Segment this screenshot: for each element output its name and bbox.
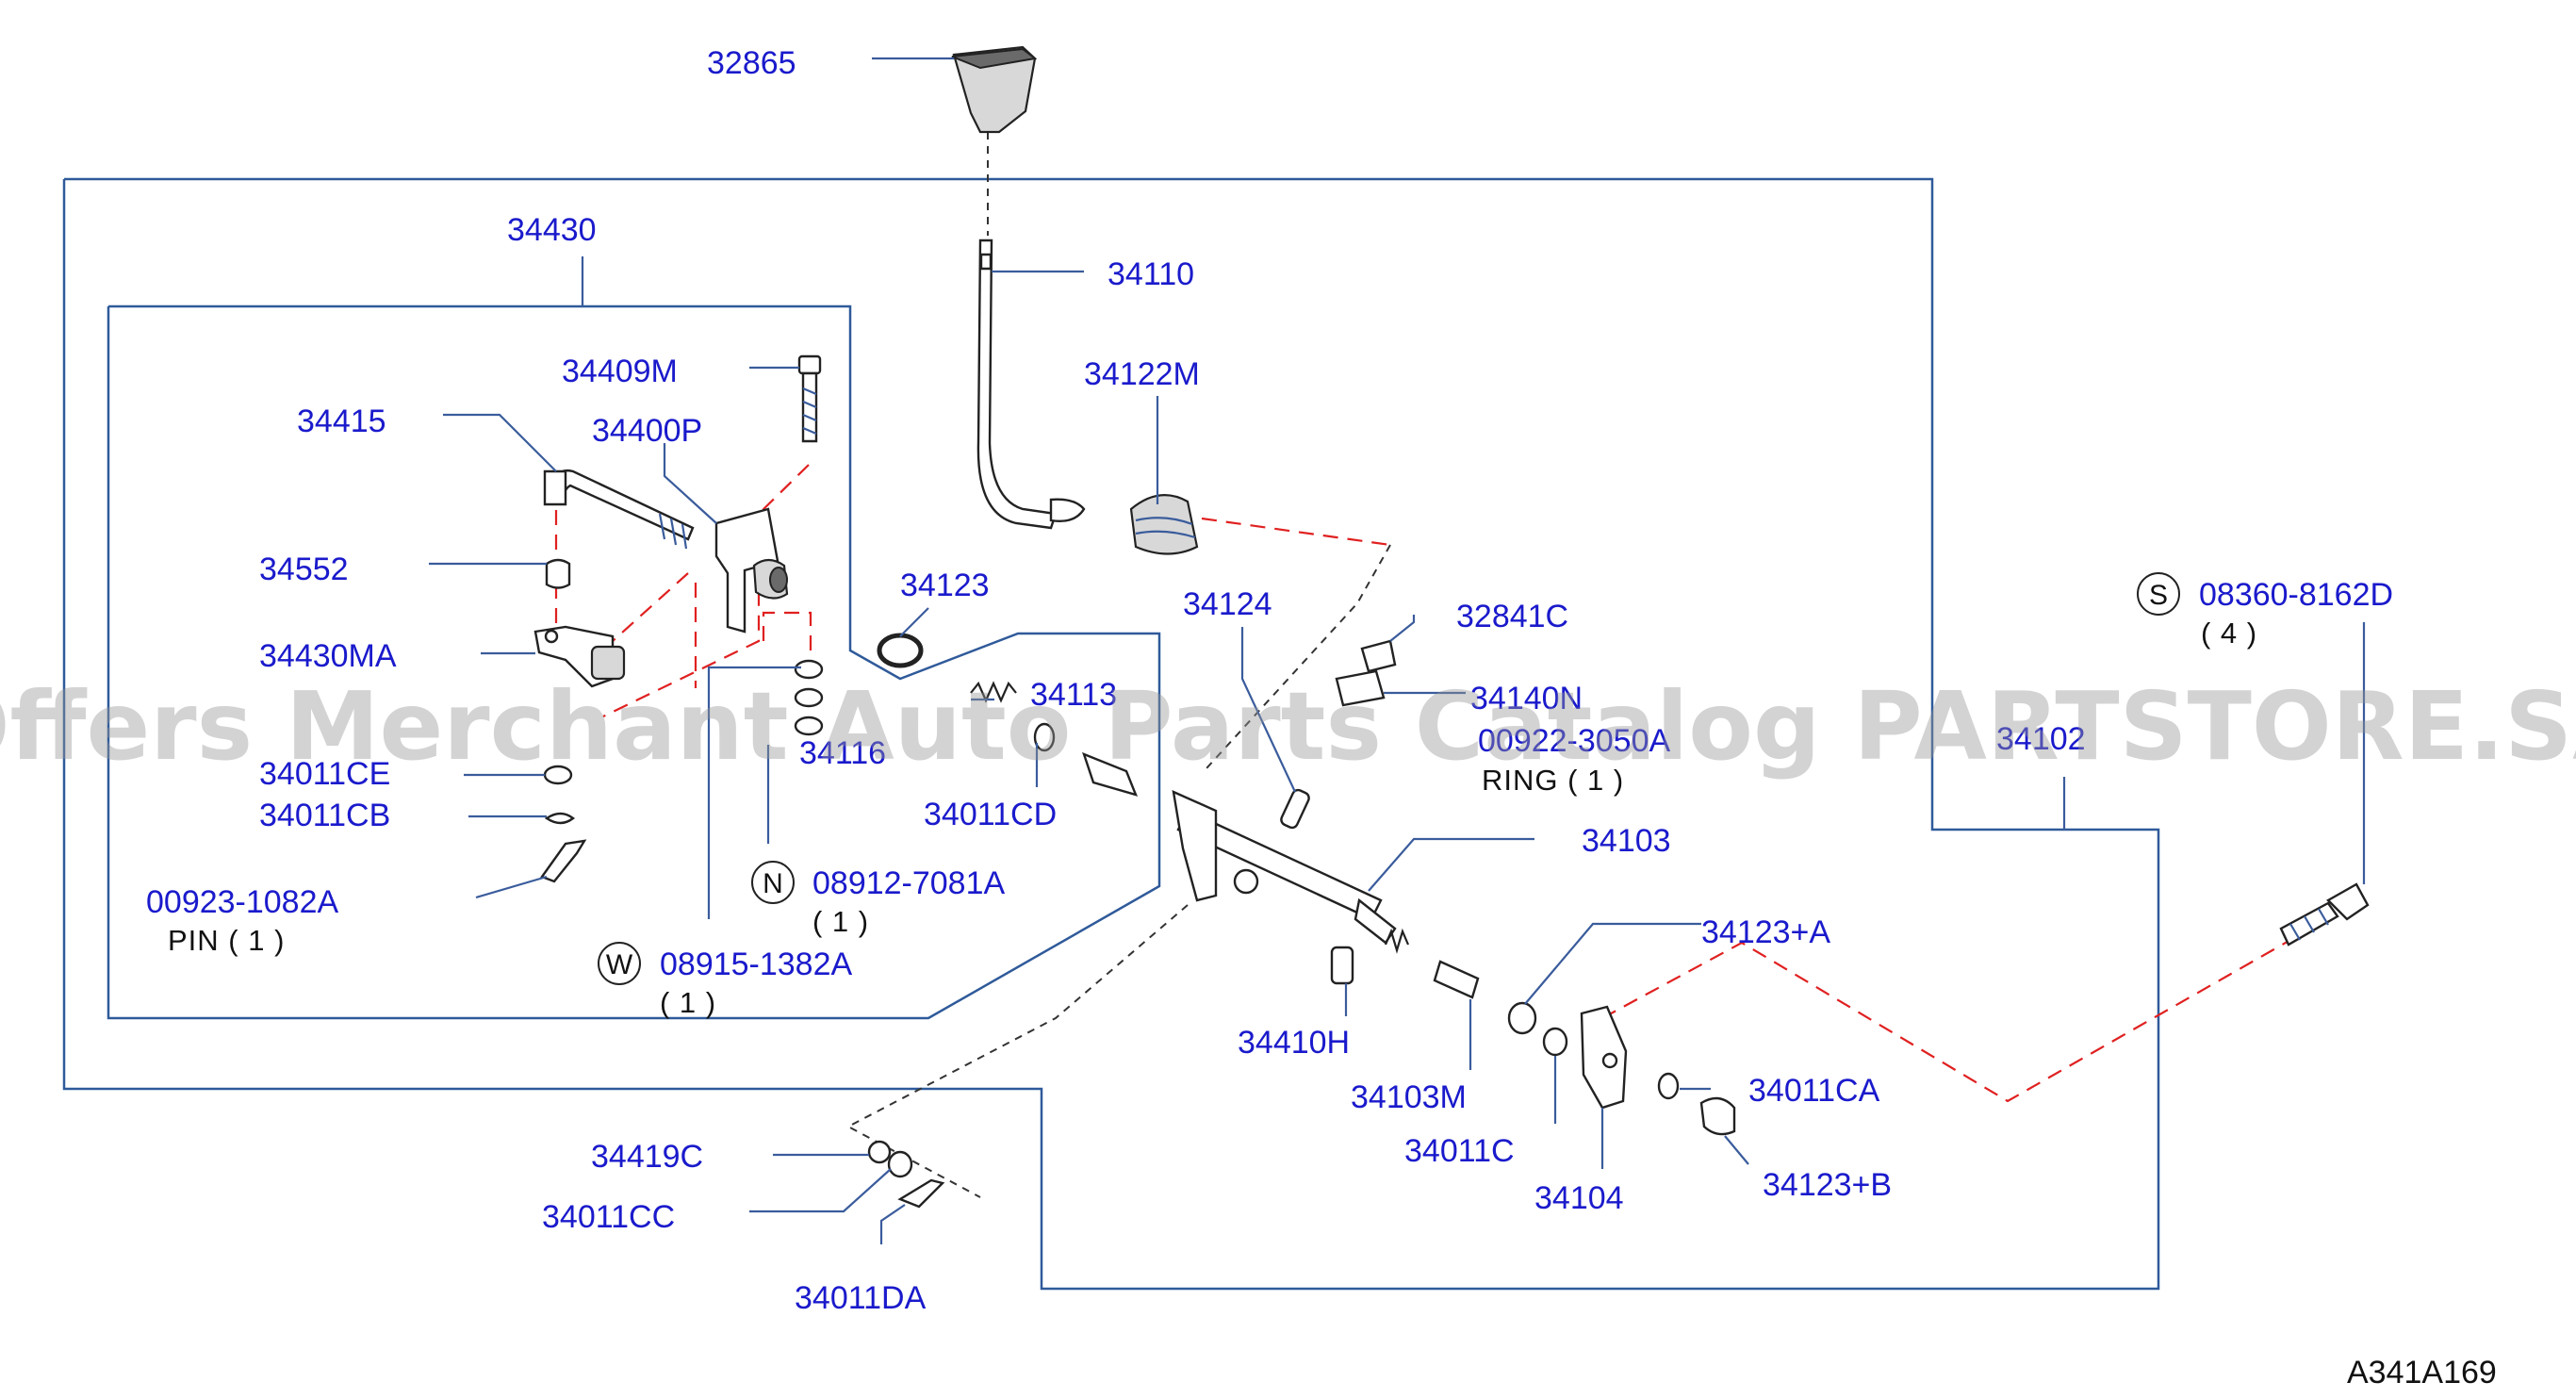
bracket-34400P-drawing xyxy=(714,507,789,634)
label-34122M[interactable]: 34122M xyxy=(1084,356,1200,392)
label-34552[interactable]: 34552 xyxy=(259,551,349,587)
shift-lever-drawing xyxy=(976,239,1086,530)
leader-lines xyxy=(429,57,2366,1244)
label-34124[interactable]: 34124 xyxy=(1183,586,1272,622)
outer-assembly-frame xyxy=(62,177,2160,1291)
dashed-links xyxy=(554,464,2320,1103)
marker-W-circle xyxy=(598,942,641,985)
clip-34011DA-drawing xyxy=(897,1178,945,1209)
watermark: Offers Merchant Auto Parts Catalog PARTS… xyxy=(0,671,2576,782)
label-34419C[interactable]: 34419C xyxy=(591,1139,703,1175)
label-00922-3050A[interactable]: 00922-3050A xyxy=(1478,723,1671,759)
part-34140N-drawing xyxy=(1335,669,1386,707)
label-34103M[interactable]: 34103M xyxy=(1351,1079,1467,1115)
label-34110[interactable]: 34110 xyxy=(1108,256,1194,292)
label-08915-1382A[interactable]: 08915-1382A xyxy=(660,946,853,982)
label-34123B[interactable]: 34123+B xyxy=(1763,1167,1892,1203)
label-34113[interactable]: 34113 xyxy=(1030,677,1117,713)
ring-34123-drawing xyxy=(877,633,924,668)
clip-32841C-drawing xyxy=(1360,639,1397,673)
label-34011CE[interactable]: 34011CE xyxy=(259,756,390,792)
label-08912-7081A[interactable]: 08912-7081A xyxy=(812,865,1006,901)
center-lines xyxy=(845,118,1391,1198)
roller-34410H-drawing xyxy=(1330,946,1354,985)
label-34011CD[interactable]: 34011CD xyxy=(924,797,1057,832)
pin-00923-drawing xyxy=(540,839,587,883)
bracket-34104-drawing xyxy=(1580,1005,1628,1110)
qty-08360: ( 4 ) xyxy=(2201,617,2257,650)
pin-note: PIN ( 1 ) xyxy=(168,924,285,957)
label-32865[interactable]: 32865 xyxy=(707,45,796,81)
washer-34419C-drawing xyxy=(867,1140,892,1164)
pin-34124-drawing xyxy=(1280,788,1310,830)
label-34011CB[interactable]: 34011CB xyxy=(259,798,390,833)
label-00923-1082A[interactable]: 00923-1082A xyxy=(146,884,339,920)
label-32841C[interactable]: 32841C xyxy=(1456,599,1568,634)
bolt-34409M-drawing xyxy=(797,354,822,443)
clip-34011CB-drawing xyxy=(544,812,575,825)
label-34410H[interactable]: 34410H xyxy=(1238,1025,1350,1061)
inner-assembly-frame xyxy=(107,304,1161,1020)
marker-S-circle xyxy=(2137,572,2180,616)
label-34140N[interactable]: 34140N xyxy=(1470,681,1583,716)
label-34104[interactable]: 34104 xyxy=(1534,1180,1624,1216)
label-34123[interactable]: 34123 xyxy=(900,568,990,603)
part-34103M-drawing xyxy=(1433,960,1480,999)
diagram-code: A341A169 xyxy=(2347,1355,2497,1391)
bush-34552-drawing xyxy=(545,558,571,589)
qty-08915: ( 1 ) xyxy=(660,986,716,1019)
marker-W: W xyxy=(606,949,633,980)
boot-34122M-drawing xyxy=(1129,494,1199,555)
bush-34123A-drawing xyxy=(1507,1001,1537,1035)
label-34409M[interactable]: 34409M xyxy=(562,354,678,389)
label-34430[interactable]: 34430 xyxy=(507,212,597,248)
label-34400P[interactable]: 34400P xyxy=(592,413,702,449)
bolt-08360-drawing xyxy=(2279,882,2370,946)
shift-knob-drawing xyxy=(951,45,1038,134)
marker-S: S xyxy=(2149,580,2168,611)
label-08360-8162D[interactable]: 08360-8162D xyxy=(2199,577,2393,613)
label-34415[interactable]: 34415 xyxy=(297,403,386,439)
bush-34123B-drawing xyxy=(1699,1096,1736,1136)
label-34123A[interactable]: 34123+A xyxy=(1701,914,1830,950)
label-34011DA[interactable]: 34011DA xyxy=(795,1280,927,1316)
marker-N-circle xyxy=(751,861,795,904)
bushing-34011CD-drawing xyxy=(1033,722,1139,797)
washer-34011C-drawing xyxy=(1542,1027,1568,1057)
label-34102[interactable]: 34102 xyxy=(1996,721,2086,757)
label-34011CA[interactable]: 34011CA xyxy=(1748,1073,1880,1109)
label-34103[interactable]: 34103 xyxy=(1582,823,1671,859)
shaft-34103-drawing xyxy=(1172,789,1410,954)
label-34011C[interactable]: 34011C xyxy=(1404,1133,1515,1169)
bracket-34430MA-drawing xyxy=(533,625,626,688)
label-34011CC[interactable]: 34011CC xyxy=(542,1199,675,1235)
qty-08912: ( 1 ) xyxy=(812,905,869,938)
washer-34011CA-drawing xyxy=(1657,1072,1680,1100)
spring-34113-drawing xyxy=(970,681,1017,703)
washer-34011CC-drawing xyxy=(887,1150,913,1178)
rings-34116-drawing xyxy=(794,659,824,736)
rod-34415-drawing xyxy=(543,469,695,550)
marker-N: N xyxy=(763,868,783,899)
label-34116[interactable]: 34116 xyxy=(799,735,886,771)
ring-note: RING ( 1 ) xyxy=(1482,764,1624,797)
label-34430MA[interactable]: 34430MA xyxy=(259,638,397,674)
